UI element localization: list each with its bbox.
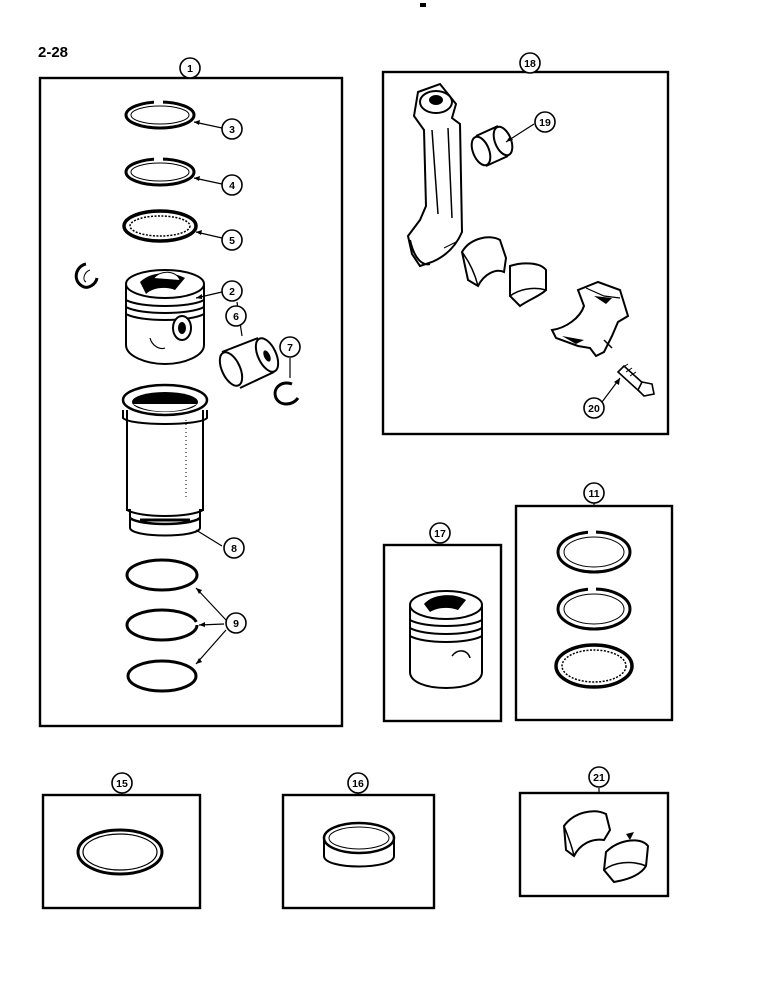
callout-1: 1 [179, 57, 201, 79]
snap-ring-left [74, 262, 99, 289]
snap-ring-7 [273, 381, 300, 406]
callout-18-label: 18 [524, 58, 536, 70]
piston-ring-3 [124, 100, 196, 130]
callout-9: 9 [225, 612, 247, 634]
callout-8-label: 8 [231, 543, 237, 555]
callout-11-label: 11 [588, 488, 599, 500]
rod-bearing-shells [460, 236, 547, 308]
callout-7-label: 7 [287, 342, 293, 354]
callout-15-label: 15 [116, 778, 128, 790]
rod-cap [550, 280, 630, 358]
callout-20-label: 20 [588, 403, 600, 415]
callout-19: 19 [534, 111, 556, 133]
callout-4: 4 [221, 174, 243, 196]
panel-21-frame [518, 791, 670, 898]
panel-17-frame [382, 543, 503, 723]
seal-rings-9 [125, 558, 199, 693]
callout-19-label: 19 [539, 117, 551, 129]
callout-21: 21 [588, 766, 610, 788]
callout-15: 15 [111, 772, 133, 794]
panel-21 [518, 788, 670, 898]
panel-18 [381, 64, 670, 436]
callout-11: 11 [583, 482, 605, 504]
callout-20: 20 [583, 397, 605, 419]
panel-15 [41, 792, 202, 910]
panel-17 [382, 543, 503, 723]
callout-6-label: 6 [233, 311, 239, 323]
panel-11 [514, 502, 674, 722]
rod-bolt-20 [616, 363, 655, 397]
callout-1-label: 1 [187, 63, 193, 75]
piston-2 [125, 269, 205, 366]
callout-2-label: 2 [229, 286, 235, 298]
callout-5: 5 [221, 229, 243, 251]
piston-pin-6 [218, 336, 280, 389]
ring-15 [76, 828, 164, 876]
page-number: 2-28 [38, 44, 69, 61]
callout-3-label: 3 [229, 124, 235, 136]
callout-9-label: 9 [233, 618, 239, 630]
oil-ring-5 [122, 209, 198, 243]
top-mark [420, 3, 426, 7]
main-bearing-shells-21 [562, 810, 650, 884]
connecting-rod [406, 82, 464, 268]
panel-16 [281, 792, 436, 910]
sleeve-ring-16 [322, 821, 396, 868]
callout-6: 6 [225, 305, 247, 327]
callout-18: 18 [519, 52, 541, 74]
callout-16: 16 [347, 772, 369, 794]
cylinder-sleeve-8 [121, 383, 209, 537]
callout-4-label: 4 [229, 180, 235, 192]
panel-15-frame [41, 793, 202, 910]
callout-3: 3 [221, 118, 243, 140]
callout-16-label: 16 [352, 778, 364, 790]
bushing-19 [470, 124, 514, 167]
callout-8: 8 [223, 537, 245, 559]
callout-2: 2 [221, 280, 243, 302]
callout-5-label: 5 [229, 235, 235, 247]
piston-ring-4 [124, 157, 196, 187]
callout-17-label: 17 [434, 528, 446, 540]
piston-17 [409, 590, 483, 690]
ring-set-11 [554, 530, 634, 689]
callout-17: 17 [429, 522, 451, 544]
callout-21-label: 21 [593, 772, 605, 784]
panel-1 [38, 70, 344, 728]
callout-7: 7 [279, 336, 301, 358]
